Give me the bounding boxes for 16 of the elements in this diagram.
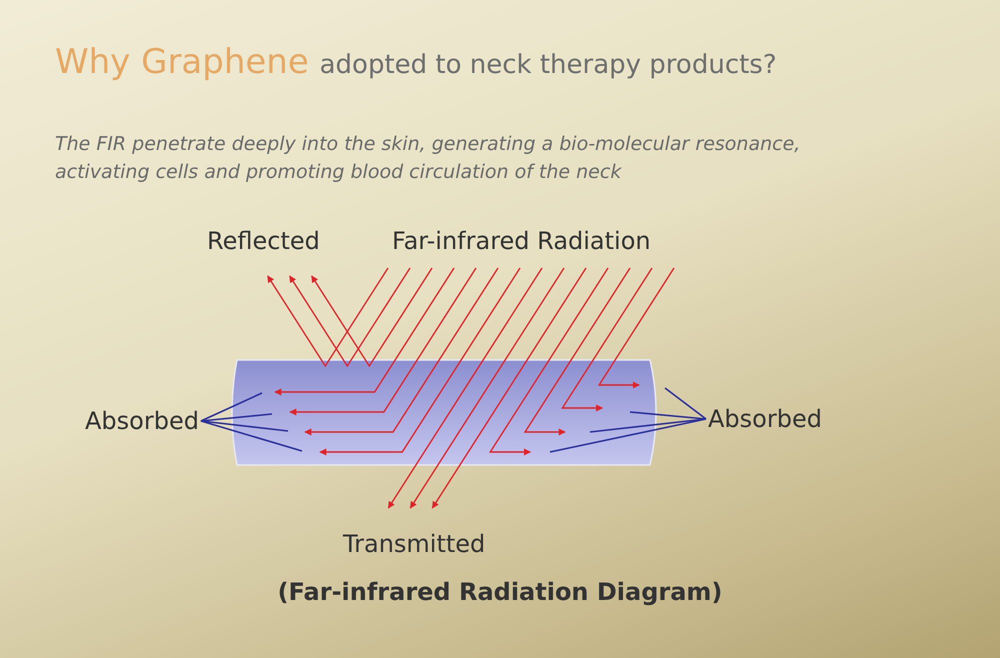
ray-label: Far-infrared Radiation [392, 227, 651, 255]
ray-label: Transmitted [343, 530, 486, 558]
leader-line [200, 392, 262, 422]
leader-line [550, 418, 706, 453]
leader-line [590, 418, 706, 433]
leader-line [200, 420, 288, 432]
absorbed-label: Absorbed [708, 405, 822, 433]
leader-line [200, 413, 272, 422]
title: Why Graphene adopted to neck therapy products? [55, 42, 777, 82]
leader-line [664, 387, 706, 420]
subtitle-text: The FIR penetrate deeply into the skin, generating a bio-molecular resonance, activating cells and promoting blood circulation of the neck [55, 132, 802, 185]
absorbed-label: Absorbed [85, 407, 199, 435]
ray-label: Reflected [207, 227, 320, 255]
caption: (Far-infrared Radiation Diagram) [276, 578, 724, 606]
leader-line [630, 411, 706, 420]
leader-line [200, 420, 302, 452]
